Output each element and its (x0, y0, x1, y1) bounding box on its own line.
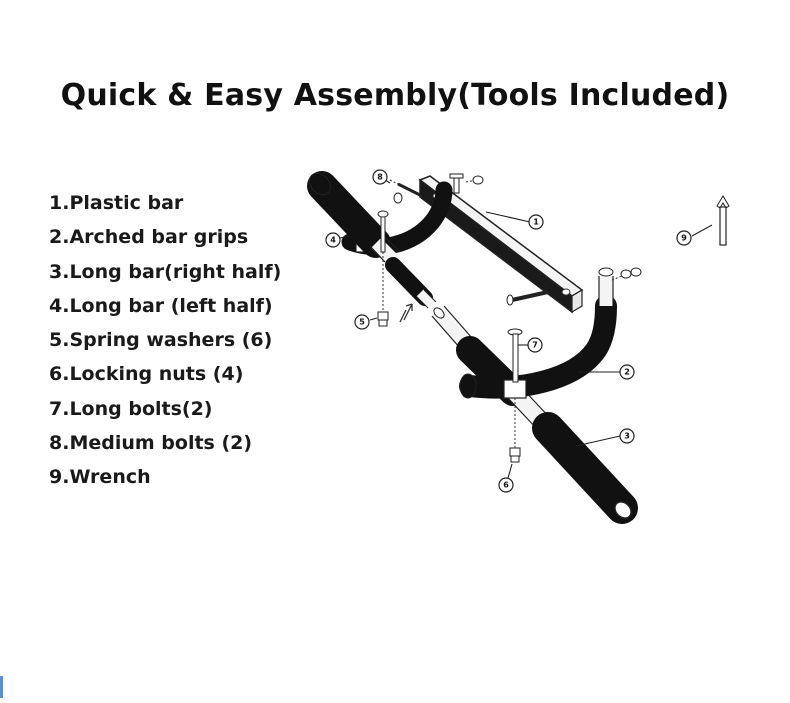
svg-text:8: 8 (377, 173, 383, 182)
edge-marker (0, 676, 3, 698)
left-joint-bolt (377, 210, 389, 327)
list-item: 4.Long bar (left half) (49, 294, 273, 317)
list-item: 7.Long bolts(2) (49, 397, 213, 420)
plastic-bar (418, 175, 584, 314)
page-title: Quick & Easy Assembly(Tools Included) (60, 78, 730, 113)
svg-text:9: 9 (681, 234, 687, 243)
lower-arched-grip (459, 267, 617, 399)
svg-text:6: 6 (503, 481, 509, 490)
right-upright-nuts (611, 267, 642, 281)
list-item: 6.Locking nuts (4) (49, 363, 244, 386)
list-item: 1.Plastic bar (49, 192, 184, 214)
list-item: 2.Arched bar grips (49, 226, 249, 249)
wrench (716, 195, 730, 246)
callout-3: 3 (619, 428, 635, 444)
svg-text:3: 3 (624, 432, 630, 441)
long-bolt-horizontal (506, 290, 549, 306)
callout-8: 8 (372, 169, 388, 185)
callout-6: 6 (498, 477, 514, 493)
list-item: 9.Wrench (49, 466, 151, 489)
callout-7: 7 (527, 337, 543, 353)
callout-9: 9 (676, 230, 692, 246)
svg-text:4: 4 (330, 236, 336, 245)
callout-2: 2 (619, 364, 635, 380)
callout-4: 4 (325, 232, 341, 248)
svg-text:5: 5 (359, 318, 365, 327)
svg-text:7: 7 (532, 341, 538, 350)
assembly-arrows (399, 303, 413, 323)
top-bolt (449, 173, 484, 194)
medium-bolt-top (389, 179, 423, 204)
long-bolt-vertical (507, 328, 523, 463)
list-item: 3.Long bar(right half) (49, 260, 282, 283)
svg-text:1: 1 (533, 218, 539, 227)
list-item: 8.Medium bolts (2) (49, 432, 253, 455)
parts-list: 1.Plastic bar 2.Arched bar grips 3.Long … (49, 186, 281, 495)
list-item: 5.Spring washers (6) (49, 329, 273, 352)
callout-1: 1 (528, 214, 544, 230)
svg-text:2: 2 (624, 368, 630, 377)
callout-leaders (339, 177, 713, 479)
long-bar-right-half (431, 305, 638, 524)
callout-5: 5 (354, 314, 370, 330)
